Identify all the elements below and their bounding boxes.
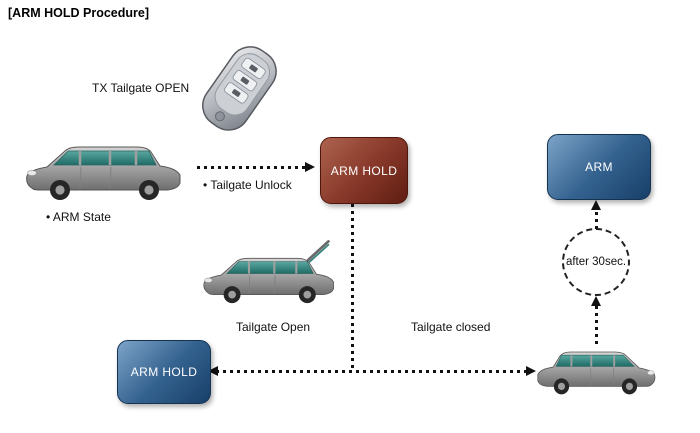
car-tailgate-open-icon (198, 238, 338, 314)
edge-bottom-line (216, 370, 526, 373)
arrowhead-left-icon (208, 366, 218, 376)
label-tailgate-unlock: • Tailgate Unlock (203, 178, 292, 192)
label-tailgate-open: Tailgate Open (236, 320, 311, 334)
car-rear-icon (534, 344, 660, 405)
key-fob-icon (189, 36, 287, 145)
arrowhead-right-bottom-icon (526, 366, 536, 376)
edge-arm-hold-down (351, 204, 354, 372)
label-arm-state: • ARM State (46, 210, 111, 224)
node-arm-hold-result-label: ARM HOLD (130, 365, 198, 379)
node-arm: ARM (547, 134, 651, 200)
node-arm-hold-result: ARM HOLD (117, 340, 211, 404)
label-tx-tailgate-open: TX Tailgate OPEN (92, 81, 190, 95)
diagram-title: [ARM HOLD Procedure] (8, 6, 149, 20)
edge-car-to-circle (595, 306, 598, 344)
arrowhead-right-icon (305, 162, 315, 172)
label-tailgate-closed: Tailgate closed (411, 320, 491, 334)
car-side-icon (20, 137, 185, 212)
edge-circle-to-arm (595, 212, 598, 230)
after-30sec-circle: after 30sec. (562, 228, 630, 296)
node-arm-label: ARM (585, 160, 613, 174)
edge-unlock-line (197, 166, 305, 169)
label-after-30sec: after 30sec. (565, 256, 627, 268)
node-arm-hold-active-label: ARM HOLD (330, 163, 398, 178)
arrowhead-up-lower-icon (591, 296, 601, 306)
arrowhead-up-upper-icon (591, 200, 601, 210)
node-arm-hold-active: ARM HOLD (320, 137, 408, 204)
